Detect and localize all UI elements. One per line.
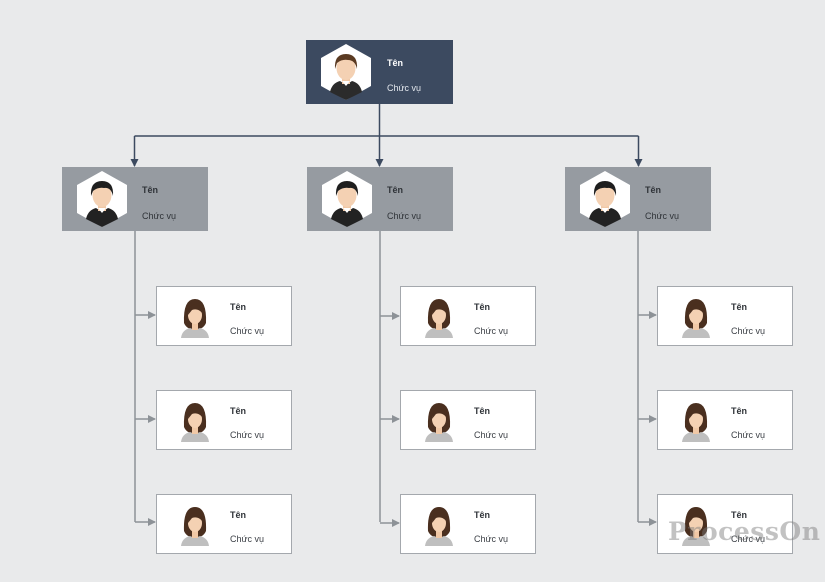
manager-node-2[interactable]: Tên Chức vụ	[307, 167, 453, 231]
staff-name: Tên	[474, 302, 491, 312]
male-avatar-icon	[321, 44, 371, 100]
female-avatar-icon	[425, 403, 453, 442]
male-avatar-icon	[580, 171, 630, 227]
staff-node[interactable]: Tên Chức vụ	[400, 494, 536, 554]
staff-node[interactable]: Tên Chức vụ	[156, 390, 292, 450]
male-avatar-icon	[77, 171, 127, 227]
staff-node[interactable]: Tên Chức vụ	[657, 286, 793, 346]
female-avatar-icon	[181, 299, 209, 338]
female-avatar-icon	[682, 403, 710, 442]
manager-node-3[interactable]: Tên Chức vụ	[565, 167, 711, 231]
staff-role: Chức vụ	[474, 534, 509, 544]
staff-name: Tên	[474, 406, 491, 416]
staff-name: Tên	[474, 510, 491, 520]
female-avatar-icon	[181, 507, 209, 546]
staff-name: Tên	[731, 406, 748, 416]
staff-role: Chức vụ	[731, 430, 766, 440]
staff-node[interactable]: Tên Chức vụ	[156, 286, 292, 346]
staff-role: Chức vụ	[731, 326, 766, 336]
staff-role: Chức vụ	[230, 326, 265, 336]
female-avatar-icon	[682, 507, 710, 546]
male-avatar-icon	[322, 171, 372, 227]
manager-name: Tên	[645, 185, 662, 195]
staff-name: Tên	[230, 302, 247, 312]
staff-node[interactable]: Tên Chức vụ	[657, 494, 793, 554]
manager-role: Chức vụ	[387, 211, 422, 221]
staff-node[interactable]: Tên Chức vụ	[156, 494, 292, 554]
staff-role: Chức vụ	[474, 430, 509, 440]
staff-role: Chức vụ	[230, 534, 265, 544]
staff-node[interactable]: Tên Chức vụ	[400, 390, 536, 450]
root-node[interactable]: Tên Chức vụ	[306, 40, 453, 104]
manager-node-1[interactable]: Tên Chức vụ	[62, 167, 208, 231]
staff-role: Chức vụ	[731, 534, 766, 544]
female-avatar-icon	[682, 299, 710, 338]
staff-node[interactable]: Tên Chức vụ	[400, 286, 536, 346]
staff-name: Tên	[230, 510, 247, 520]
staff-name: Tên	[731, 510, 748, 520]
female-avatar-icon	[181, 403, 209, 442]
staff-role: Chức vụ	[474, 326, 509, 336]
staff-role: Chức vụ	[230, 430, 265, 440]
root-name: Tên	[387, 58, 404, 68]
staff-name: Tên	[731, 302, 748, 312]
processon-watermark: ProcessOn	[668, 517, 821, 546]
staff-name: Tên	[230, 406, 247, 416]
female-avatar-icon	[425, 507, 453, 546]
manager-role: Chức vụ	[645, 211, 680, 221]
root-role: Chức vụ	[387, 83, 422, 93]
staff-node[interactable]: Tên Chức vụ	[657, 390, 793, 450]
manager-name: Tên	[142, 185, 159, 195]
manager-name: Tên	[387, 185, 404, 195]
manager-role: Chức vụ	[142, 211, 177, 221]
female-avatar-icon	[425, 299, 453, 338]
